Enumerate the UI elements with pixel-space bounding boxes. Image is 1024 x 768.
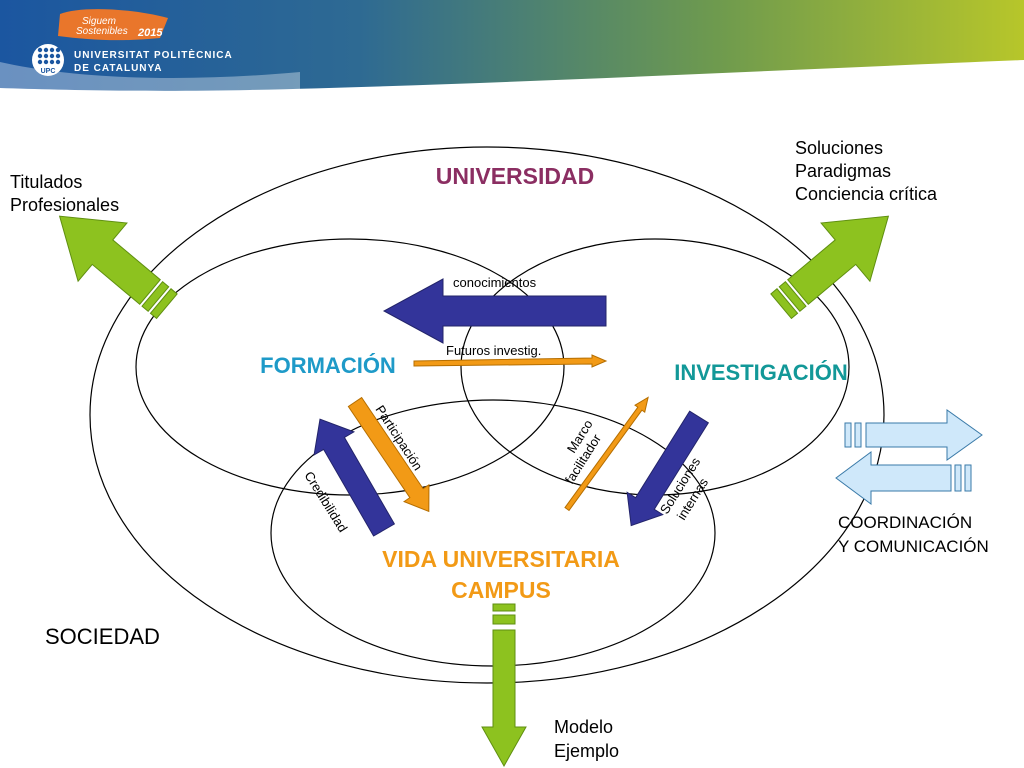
titulados-line2: Profesionales <box>10 195 119 215</box>
coordinacion-line1: COORDINACIÓN <box>838 513 972 532</box>
soluciones-line3: Conciencia crítica <box>795 184 938 204</box>
vida-label-line2: CAMPUS <box>451 577 551 603</box>
conocimientos-label: conocimientos <box>453 275 537 290</box>
university-name-line1: UNIVERSITAT POLITÈCNICA <box>74 48 233 61</box>
universidad-ellipse <box>89 146 885 684</box>
coordinacion-line2: Y COMUNICACIÓN <box>838 537 989 556</box>
modelo-arrow <box>481 603 527 768</box>
titulados-arrow <box>58 215 178 320</box>
upc-logo: UPC <box>32 44 64 76</box>
vida-label-line1: VIDA UNIVERSITARIA <box>382 546 620 572</box>
investigacion-label: INVESTIGACIÓN <box>674 360 848 385</box>
soluciones-internas-arrow <box>626 410 710 527</box>
futuros-arrow <box>413 354 608 368</box>
modelo-line2: Ejemplo <box>554 741 619 761</box>
formacion-label: FORMACIÓN <box>260 353 396 378</box>
badge-year: 2015 <box>137 27 163 39</box>
badge-line2: Sostenibles <box>76 26 128 37</box>
marco-arrow <box>564 396 649 512</box>
futuros-label: Futuros investig. <box>446 343 541 358</box>
badge-line1: Siguem <box>82 16 116 27</box>
conocimientos-arrow <box>382 278 607 344</box>
soluciones-arrow <box>770 215 890 320</box>
credibilidad-arrow <box>313 418 396 537</box>
participacion-arrow <box>347 396 430 513</box>
titulados-line1: Titulados <box>10 172 82 192</box>
universidad-label: UNIVERSIDAD <box>436 163 594 189</box>
coordinacion-arrows <box>835 409 983 505</box>
university-name-line2: DE CATALUNYA <box>74 63 162 74</box>
sustainability-badge: Siguem Sostenibles 2015 <box>58 9 168 41</box>
logo-text: UPC <box>41 68 56 75</box>
modelo-line1: Modelo <box>554 717 613 737</box>
sociedad-label: SOCIEDAD <box>45 624 160 649</box>
soluciones-line2: Paradigmas <box>795 161 891 181</box>
soluciones-line1: Soluciones <box>795 138 883 158</box>
header-banner <box>0 0 1024 95</box>
